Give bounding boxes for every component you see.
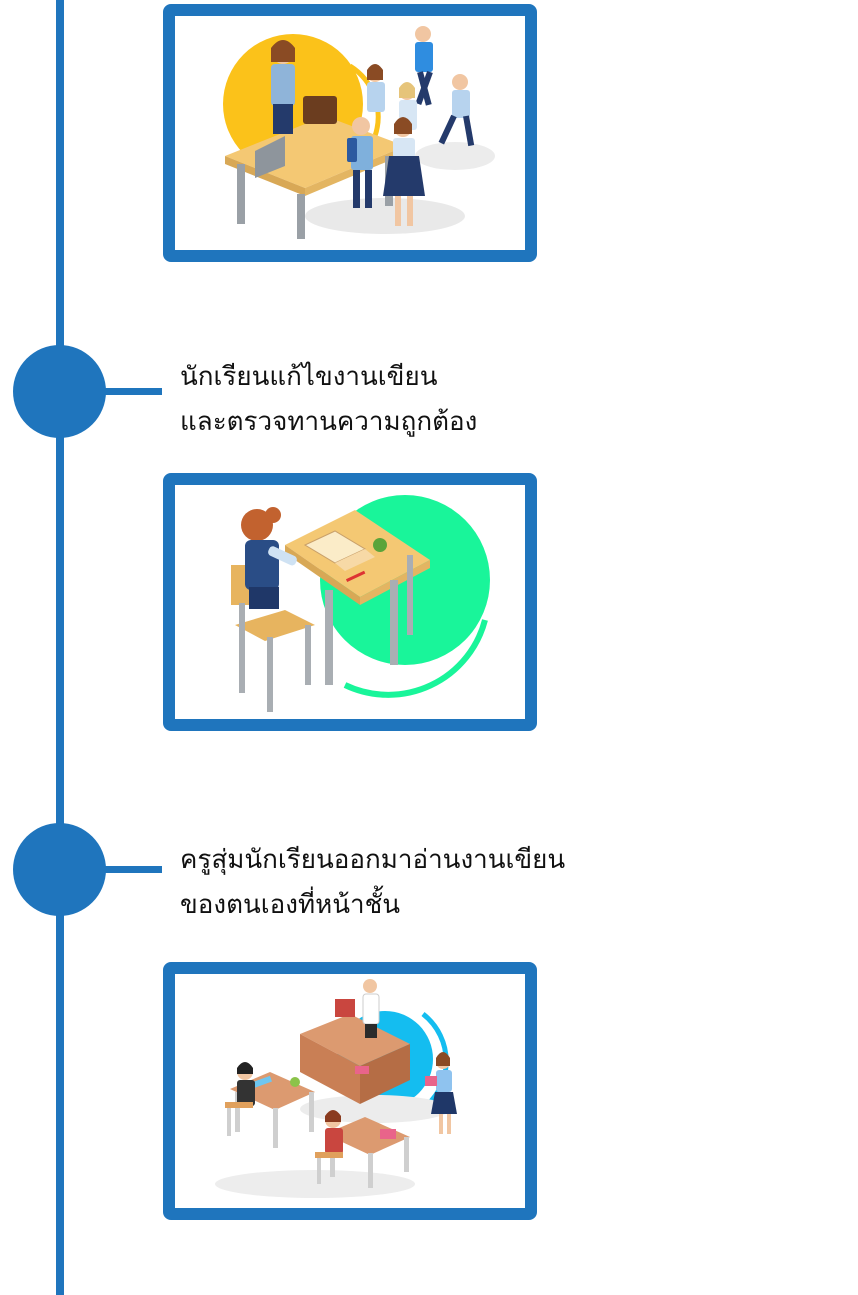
step-3-caption: ครูสุ่มนักเรียนออกมาอ่านงานเขียน ของตนเอ… [180, 838, 565, 928]
step-3-caption-line-2: ของตนเองที่หน้าชั้น [180, 890, 401, 920]
step-2-caption-line-1: นักเรียนแก้ไขงานเขียน [180, 362, 438, 392]
step-2-timeline-node [13, 345, 106, 438]
step-2-illustration-frame [163, 473, 537, 731]
timeline-line [56, 0, 64, 1295]
student-writing-at-desk-illustration [231, 495, 490, 712]
step-3-connector [100, 866, 162, 873]
student-reading-in-front-of-class-illustration [215, 979, 457, 1198]
teacher-greeting-students-illustration [223, 26, 495, 239]
step-2-caption-line-2: และตรวจทานความถูกต้อง [180, 407, 478, 437]
step-1-illustration-frame [163, 4, 537, 262]
step-2-connector [100, 388, 162, 395]
step-3-illustration-frame [163, 962, 537, 1220]
step-2-caption: นักเรียนแก้ไขงานเขียน และตรวจทานความถูกต… [180, 355, 477, 445]
step-3-caption-line-1: ครูสุ่มนักเรียนออกมาอ่านงานเขียน [180, 845, 566, 875]
step-3-timeline-node [13, 823, 106, 916]
